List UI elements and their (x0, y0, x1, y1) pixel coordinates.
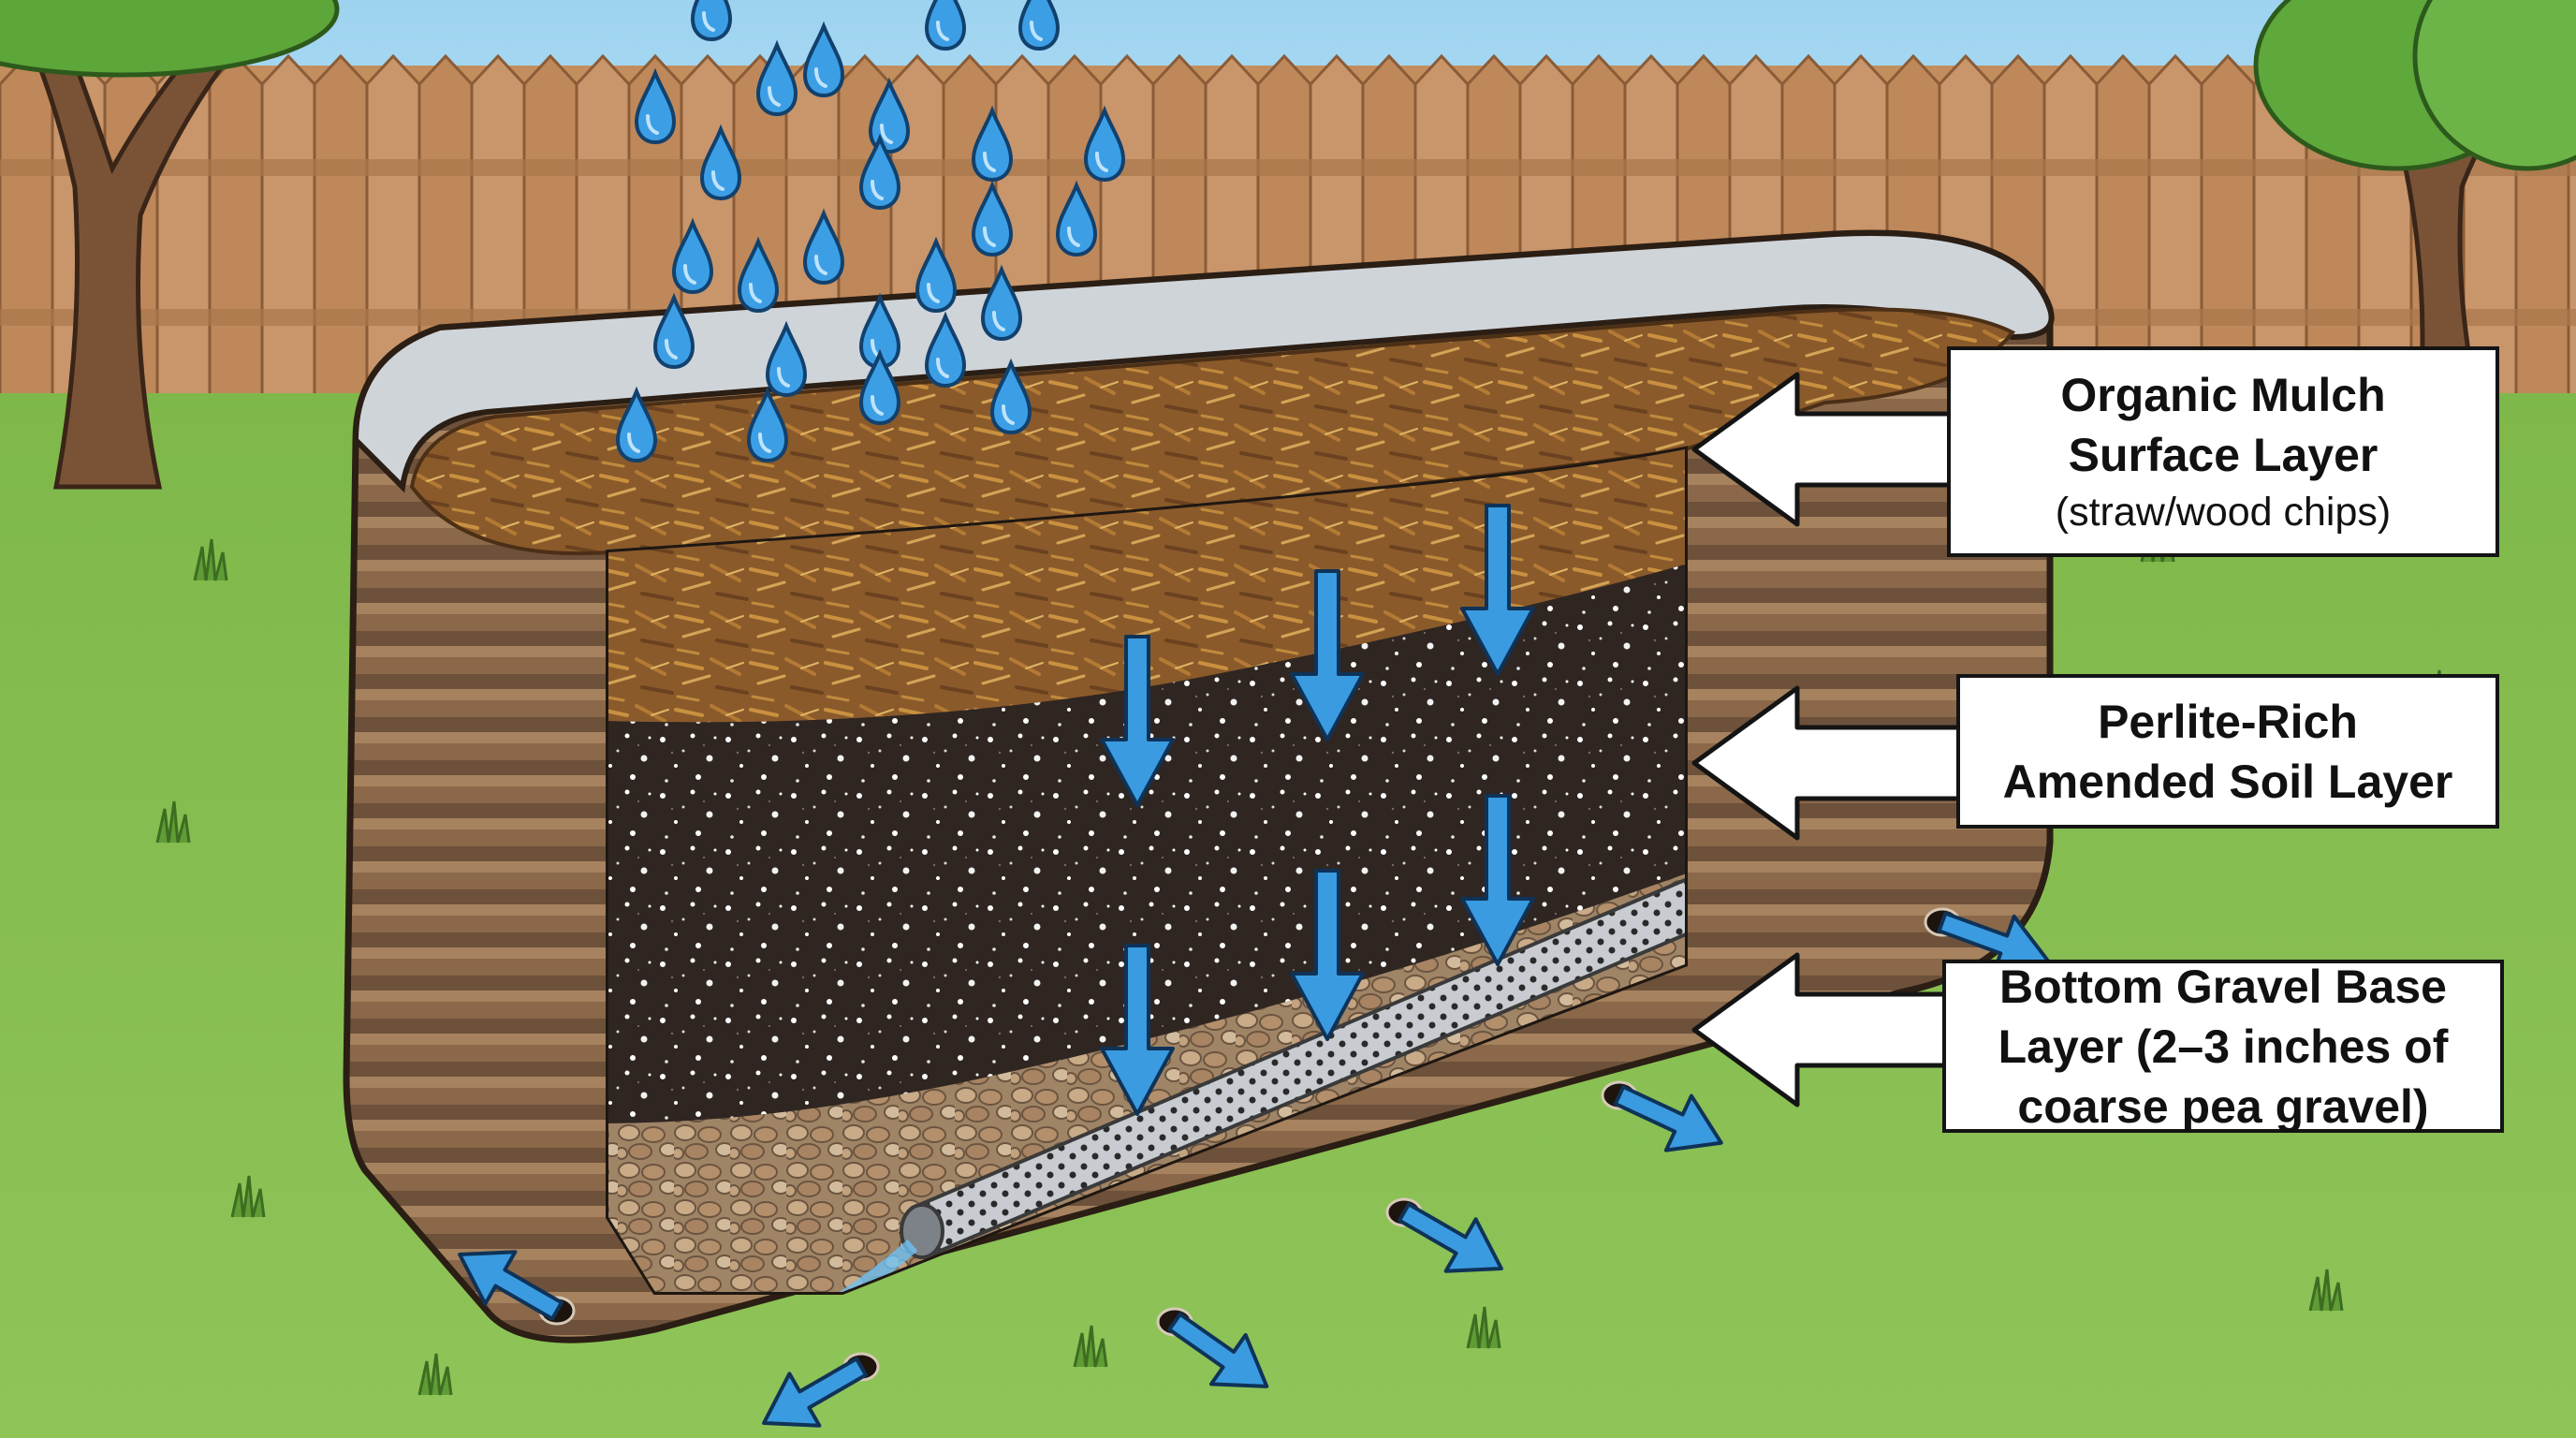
gravel-label-line3: coarse pea gravel) (2017, 1079, 2429, 1133)
mulch-layer-label: Organic Mulch Surface Layer (straw/wood … (1947, 346, 2499, 557)
soil-layer-label: Perlite-Rich Amended Soil Layer (1956, 674, 2499, 829)
drain-holes (443, 891, 2060, 1438)
gravel-label-line2: Layer (2–3 inches of (1998, 1020, 2449, 1073)
tree-icon (2253, 0, 2576, 452)
mulch-label-line1: Organic Mulch (2060, 368, 2386, 421)
soil-label-line2: Amended Soil Layer (2002, 755, 2453, 808)
mulch-label-line2: Surface Layer (2068, 428, 2378, 481)
gravel-label-line1: Bottom Gravel Base (1999, 960, 2447, 1013)
rain-drop-icon (925, 0, 966, 51)
rain-drop-icon (691, 0, 732, 41)
soil-label-line1: Perlite-Rich (2098, 695, 2358, 748)
mulch-label-line3: (straw/wood chips) (2055, 489, 2392, 535)
perlite-soil-layer (608, 562, 1685, 1123)
mulch-layer (608, 449, 1685, 723)
tree-icon (0, 0, 340, 490)
rain-drop-icon (1018, 0, 1060, 51)
perforated-pipe-icon (819, 877, 1685, 1292)
gravel-layer-label: Bottom Gravel Base Layer (2–3 inches of … (1942, 960, 2504, 1133)
